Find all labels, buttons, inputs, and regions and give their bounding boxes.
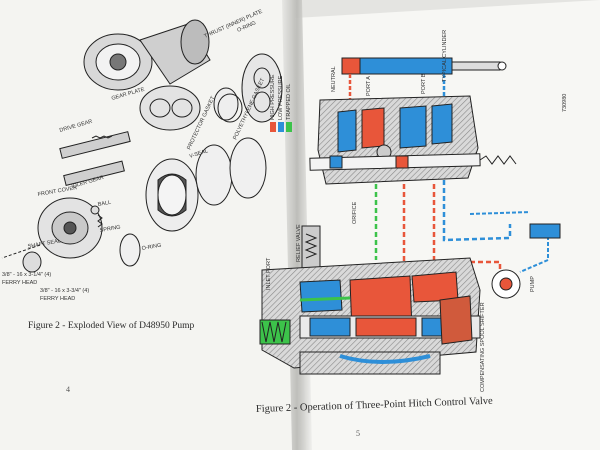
label-port-b: PORT B [421, 73, 427, 94]
label-bolt-2: FERRY HEAD [2, 280, 37, 286]
label-neutral: NEUTRAL [331, 66, 337, 92]
label-bolt-1: 3/8" - 16 x 3-1/4" (4) [2, 272, 51, 278]
pump-body [83, 19, 211, 91]
legend-high-pressure: HIGH PRESSURE [270, 74, 276, 120]
label-inlet-port: INLET PORT [266, 257, 272, 290]
hitch-valve-diagram [259, 57, 561, 375]
label-ball: BALL [97, 200, 111, 208]
legend-swatch-high [270, 122, 276, 132]
label-v-seal: V-SEAL [189, 148, 209, 160]
exploded-pump-drawing [1, 19, 283, 273]
label-bolt-3: 3/8" - 16 x 3-3/4" (4) [40, 288, 89, 294]
label-compensating: COMPENSATING SPOOL SHIFTER [480, 302, 486, 392]
label-cylinder: TYPICAL CYLINDER [442, 30, 448, 82]
v-seal [145, 158, 199, 232]
gaskets [195, 93, 267, 206]
legend-low-pressure: LOW PRESSURE [278, 75, 284, 120]
label-bolt-4: FERRY HEAD [40, 296, 75, 302]
label-orifice: ORIFICE [352, 201, 358, 224]
label-side-code: 730980 [562, 94, 568, 112]
label-pump: PUMP [530, 276, 536, 292]
right-page-labels: TYPICAL CYLINDER NEUTRAL PORT A PORT B R… [266, 30, 568, 392]
label-spring: SPRING [99, 224, 121, 234]
right-page-number: 5 [356, 429, 360, 438]
typical-cylinder [341, 57, 507, 75]
upper-valve-body [309, 95, 517, 185]
drive-gear [59, 131, 131, 186]
lower-valve-body [259, 257, 481, 375]
label-relief-valve: RELIEF VALVE [296, 224, 302, 262]
legend-trapped-oil: TRAPPED OIL [286, 84, 292, 120]
label-shaft-seal: SHAFT SEAL [27, 238, 61, 250]
pump-symbol [491, 269, 521, 299]
gear-plate [139, 85, 201, 131]
label-o-ring-bottom: O-RING [141, 243, 162, 252]
front-cover [1, 197, 103, 259]
reservoir [529, 223, 561, 239]
legend-swatch-trapped [286, 122, 292, 132]
legend-swatch-low [278, 122, 284, 132]
label-port-a: PORT A [366, 76, 372, 96]
pressure-legend: HIGH PRESSURE LOW PRESSURE TRAPPED OIL [270, 74, 292, 132]
thrust-plate [213, 53, 283, 123]
left-page-number: 4 [66, 385, 70, 394]
left-figure-caption: Figure 2 - Exploded View of D48950 Pump [28, 320, 195, 331]
